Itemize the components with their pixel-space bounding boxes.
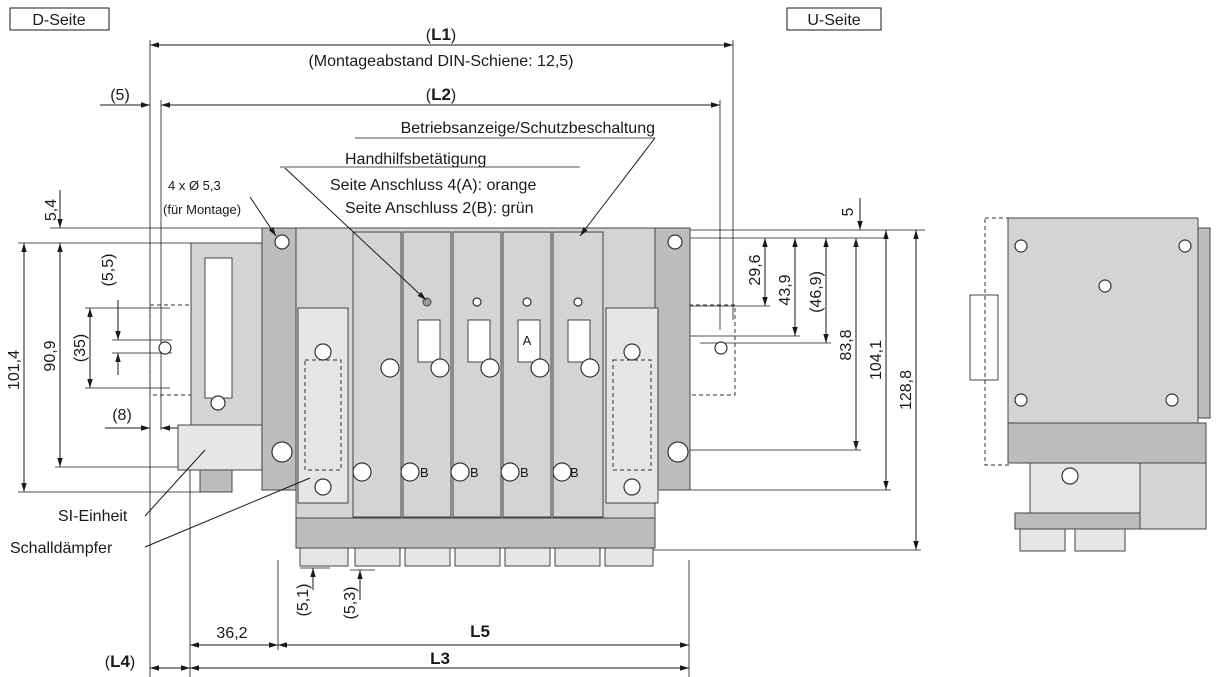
manifold-side-view [969,217,1211,552]
silencer-right [605,307,659,504]
svg-text:36,2: 36,2 [216,625,247,642]
dimension-l5: L5 [278,622,689,648]
svg-text:(5): (5) [110,87,130,104]
valve-mark-b-4: B [570,465,579,480]
callout-si-unit: SI-Einheit [58,449,206,525]
dimension-l1: (L1) (Montageabstand DIN-Schiene: 12,5) [150,25,733,70]
side-view-body [1007,217,1199,424]
svg-text:Betriebsanzeige/Schutzbeschalt: Betriebsanzeige/Schutzbeschaltung [401,120,655,137]
valve-mark-b-2: B [470,465,479,480]
si-unit-window [204,257,233,399]
valve-mark-b-1: B [420,465,429,480]
svg-text:U-Seite: U-Seite [807,12,860,29]
svg-text:128,8: 128,8 [898,370,915,410]
svg-text:5,4: 5,4 [43,199,60,221]
svg-text:(L4): (L4) [105,652,136,671]
svg-text:104,1: 104,1 [868,340,885,380]
svg-text:4 x Ø 5,3: 4 x Ø 5,3 [168,178,221,193]
dimension-83-8: 83,8 [690,238,861,451]
svg-text:(5,3): (5,3) [342,587,359,620]
dimension-90-9: 90,9 [42,243,205,468]
dimension-5-4: 5,4 [43,190,290,229]
svg-text:43,9: 43,9 [777,274,794,305]
si-unit-base [177,424,263,471]
dimension-46-9: (46,9) [700,238,831,344]
svg-text:(5,1): (5,1) [295,584,312,617]
svg-text:L3: L3 [430,649,450,668]
svg-text:D-Seite: D-Seite [32,12,85,29]
callout-silencer: Schalldämpfer [10,477,311,557]
dimension-l4: (L4) [105,652,190,671]
manifold-front-view: A B B B B [149,227,736,567]
svg-text:Handhilfsbetätigung: Handhilfsbetätigung [345,151,486,168]
mounting-holes [158,234,728,463]
dimension-5-5: (5,5) [100,254,172,375]
svg-text:Seite Anschluss 4(A): orange: Seite Anschluss 4(A): orange [330,177,536,194]
svg-text:Seite Anschluss 2(B): grün: Seite Anschluss 2(B): grün [345,200,534,217]
dimension-5-right: 5 [840,198,863,230]
svg-text:101,4: 101,4 [6,350,23,390]
dimension-36-2: 36,2 [190,625,278,648]
svg-text:(46,9): (46,9) [808,271,825,313]
din-rail-note: (Montageabstand DIN-Schiene: 12,5) [308,53,573,70]
svg-text:(35): (35) [72,334,89,362]
svg-text:(L1): (L1) [426,25,457,44]
bottom-ports [299,547,654,567]
svg-text:Schalldämpfer: Schalldämpfer [10,540,113,557]
svg-text:(8): (8) [112,407,132,424]
u-side-label: U-Seite [786,7,882,31]
svg-text:(für Montage): (für Montage) [163,202,241,217]
svg-text:SI-Einheit: SI-Einheit [58,508,128,525]
svg-text:(L2): (L2) [426,85,457,104]
svg-text:90,9: 90,9 [42,340,59,371]
dimension-l3: L3 [190,649,689,671]
svg-text:29,6: 29,6 [747,254,764,285]
valve-mark-b-3: B [520,465,529,480]
svg-text:L5: L5 [470,622,490,641]
svg-text:83,8: 83,8 [838,329,855,360]
callout-indicator: Betriebsanzeige/Schutzbeschaltung [355,120,656,237]
callout-mounting-holes: 4 x Ø 5,3 (für Montage) [163,178,277,237]
valve-mark-a: A [523,333,532,348]
callout-manual-override: Handhilfsbetätigung Seite Anschluss 4(A)… [280,151,580,301]
dimension-l2: (L2) [161,85,720,108]
dimension-128-8: 128,8 [610,230,921,551]
dimension-35: (35) [72,307,170,389]
svg-text:5: 5 [840,207,857,216]
svg-text:(5,5): (5,5) [100,254,117,287]
dimension-104-1: 104,1 [690,230,891,491]
dimension-5-top: (5) [100,87,150,108]
valve-screws [210,343,641,496]
d-side-label: D-Seite [9,7,110,31]
